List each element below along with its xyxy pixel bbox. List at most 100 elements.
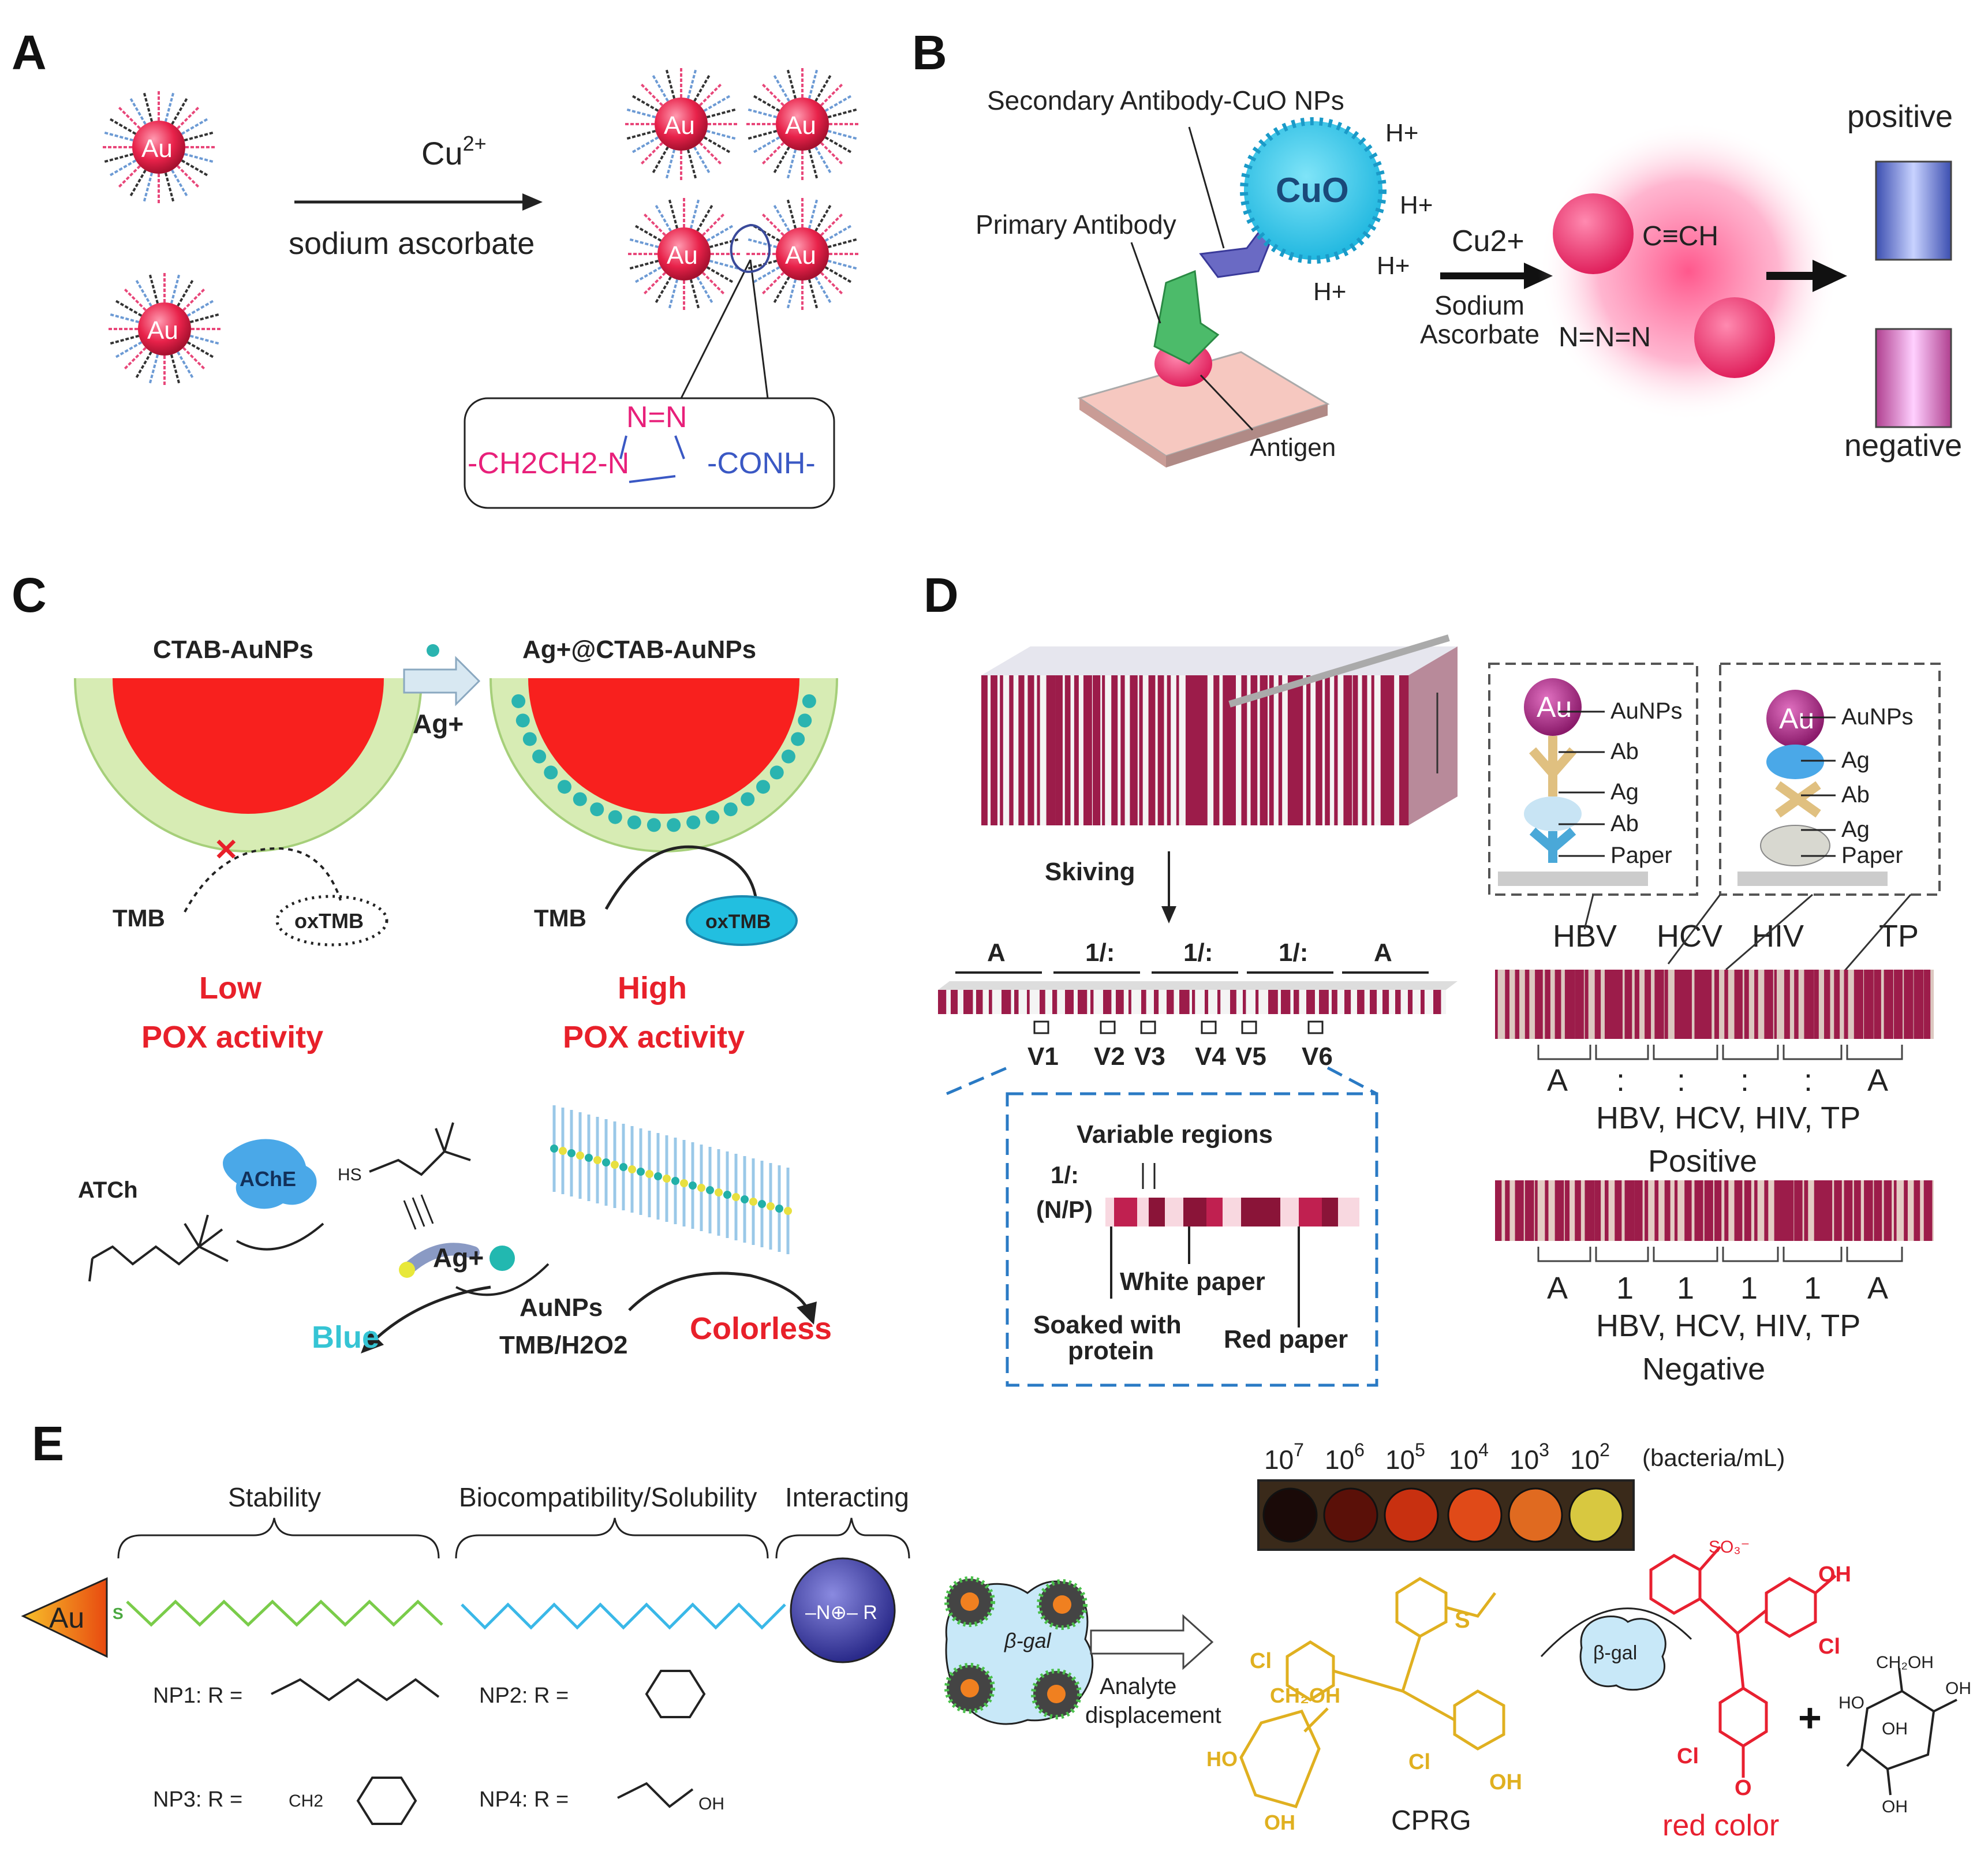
- barcode-stripe: [1864, 970, 1874, 1039]
- ag-dot: [705, 810, 720, 824]
- barcode-stripe: [1167, 675, 1171, 825]
- ligand-strand: [786, 68, 797, 99]
- barcode-stripe: [1250, 675, 1258, 825]
- ag-dot: [511, 694, 526, 708]
- catalysis-arrow: [604, 845, 758, 910]
- barcode-stripe: [1774, 970, 1777, 1039]
- thiocholine-structure: [369, 1122, 471, 1176]
- np1-hexyl: [271, 1678, 440, 1702]
- biocompat-label: Biocompatibility/Solubility: [459, 1482, 757, 1512]
- barcode-stripe: [1824, 1180, 1833, 1241]
- barcode-stripe: [1744, 970, 1749, 1039]
- ligand-strand: [102, 131, 134, 142]
- barcode-stripe: [1844, 970, 1848, 1039]
- barcode-stripe: [1141, 990, 1146, 1014]
- ligand-strand: [122, 287, 147, 311]
- ligand-strand: [181, 117, 210, 135]
- barcode-stripe: [1645, 1180, 1649, 1241]
- positive-label-d: Positive: [1648, 1144, 1757, 1179]
- ammonium-label: –N⊕– R: [805, 1602, 877, 1624]
- assembly-headgroup: [715, 1188, 723, 1196]
- barcode-stripe: [991, 675, 997, 825]
- barcode-stripe: [1714, 970, 1720, 1039]
- galactose-ch2oh: CH₂OH: [1876, 1653, 1934, 1672]
- barcode-stripe: [1334, 675, 1338, 825]
- barcode-stripe: [1371, 675, 1374, 825]
- azide-particle: [1694, 297, 1775, 378]
- barcode-stripe: [1664, 1180, 1671, 1241]
- galactose-structure: [1846, 1667, 1957, 1796]
- barcode-stripe: [1120, 675, 1125, 825]
- stability-label: Stability: [228, 1482, 321, 1512]
- antigen-1: [1524, 797, 1582, 831]
- ligand-strand: [686, 68, 697, 99]
- ligand-strand: [827, 129, 859, 140]
- barcode-stripe: [1645, 970, 1651, 1039]
- peg-chain: [461, 1602, 786, 1630]
- np-core: [961, 1679, 979, 1697]
- ligand-strand: [820, 272, 844, 296]
- ligand-strand: [808, 279, 819, 311]
- antigen-label: Antigen: [1250, 433, 1336, 462]
- ag-dot: [590, 802, 604, 817]
- ligand-strand: [177, 165, 201, 189]
- coated-nanoparticle: [1031, 1669, 1082, 1719]
- triazole-ring: [619, 435, 685, 483]
- white-paper-label: White paper: [1120, 1267, 1265, 1296]
- code-symbol: 1: [1740, 1271, 1758, 1306]
- antigen-pointer: [1199, 374, 1254, 431]
- ligand-strand: [177, 351, 195, 380]
- au-label-box1: Au: [1537, 691, 1572, 723]
- barcode-stripe: [1554, 970, 1561, 1039]
- cl-label-1: Cl: [1250, 1649, 1272, 1673]
- barcode-stripe: [989, 990, 992, 1014]
- high-pox-label: POX activity: [563, 1020, 745, 1054]
- sulfonyl-label: S: [1455, 1607, 1470, 1633]
- skiving-arrow-head: [1161, 906, 1176, 923]
- zoom-stripe: [1322, 1198, 1338, 1226]
- ligand-strand: [693, 146, 711, 175]
- barcode-stripe: [1923, 970, 1931, 1039]
- ligand-strand: [702, 272, 726, 296]
- barcode-stripe: [1090, 990, 1094, 1014]
- ligand-strand: [752, 136, 780, 154]
- ligand-strand: [633, 266, 662, 284]
- barcode-stripe: [1864, 1180, 1873, 1241]
- ligand-strand: [699, 142, 723, 166]
- coated-nanoparticle: [944, 1663, 995, 1714]
- concentration-label: 106: [1325, 1439, 1365, 1475]
- ligand-strand: [772, 73, 790, 102]
- barcode-stripe: [1389, 675, 1395, 825]
- oh-label-e1: OH: [1264, 1811, 1295, 1834]
- bgal-label-enzyme: β-gal: [1593, 1642, 1637, 1664]
- cuo-nanoparticle: [1240, 117, 1387, 264]
- ligand-strand: [746, 129, 778, 140]
- barcode-stripe: [1421, 990, 1425, 1014]
- block-barcode-stripes: [981, 675, 1409, 825]
- barcode-stripe: [1027, 675, 1034, 825]
- barcode-stripe: [1704, 1180, 1713, 1241]
- gold-surface: [21, 1577, 108, 1658]
- assay-label: Ag: [1841, 747, 1870, 773]
- barcode-stripe: [1408, 990, 1413, 1014]
- variable-marker: [1100, 1020, 1116, 1034]
- code-symbol: 1: [1616, 1271, 1634, 1306]
- variable-label: V6: [1302, 1042, 1333, 1071]
- zoom-pointers: [1110, 1226, 1300, 1328]
- ligand-strand: [148, 354, 159, 386]
- blocked-arrow: [184, 847, 342, 913]
- barcode-stripe: [1139, 675, 1143, 825]
- ligand-strand: [746, 108, 778, 119]
- cl-label-2: Cl: [1408, 1750, 1430, 1774]
- zoom-stripe: [1149, 1198, 1165, 1226]
- variable-marker: [1140, 1020, 1156, 1034]
- panel-label-d: D: [924, 568, 959, 622]
- barcode-stripe: [1046, 675, 1056, 825]
- ligand-strand: [693, 73, 711, 102]
- variable-marker: [1307, 1020, 1324, 1034]
- barcode-stripe: [1884, 970, 1893, 1039]
- ligand-strand: [129, 169, 147, 198]
- negative-tube: [1875, 328, 1952, 428]
- ag-dot: [781, 749, 795, 764]
